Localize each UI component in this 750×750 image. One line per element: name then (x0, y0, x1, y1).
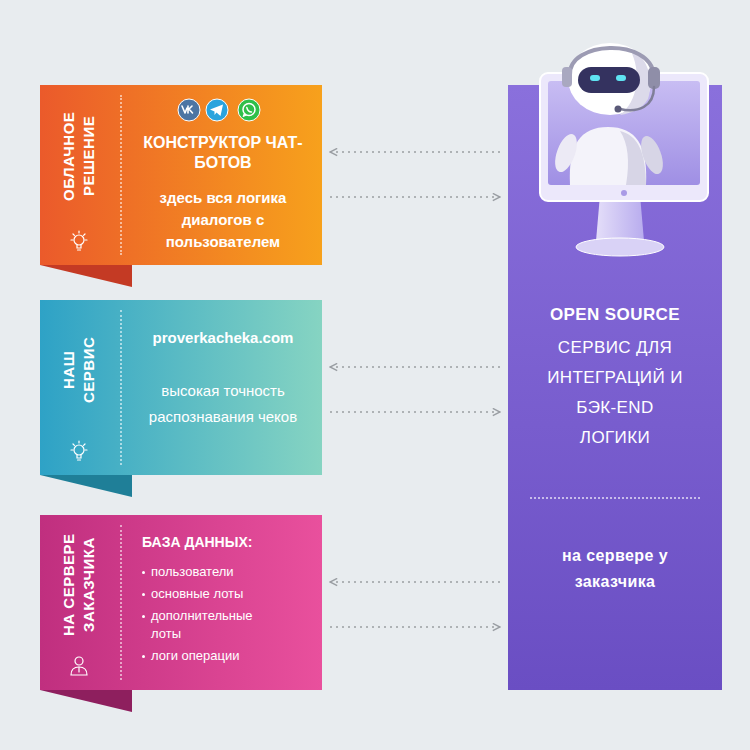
dotted-separator (120, 95, 122, 255)
dotted-arrow (330, 411, 500, 413)
bulb-strokes (71, 441, 87, 460)
side-label: НАШ СЕРВИС (59, 330, 99, 410)
dotted-separator (120, 310, 122, 465)
person-icon (68, 654, 90, 678)
dotted-separator (120, 525, 122, 680)
whatsapp-icon (238, 99, 260, 121)
side-label: НА СЕРВЕРЕ ЗАКАЗЧИКА (59, 529, 99, 641)
vk-icon (178, 99, 200, 121)
box-heading: proverkacheka.com (132, 328, 314, 348)
icon-row (132, 97, 314, 123)
list-text: дополнительные лоты (151, 607, 276, 643)
bullet-dot (142, 571, 145, 574)
bulb-strokes (71, 231, 87, 250)
service-band: OPEN SOURCE СЕРВИС ДЛЯ ИНТЕГРАЦИЙ И БЭК-E… (508, 85, 722, 690)
bullet-dot (142, 593, 145, 596)
robot-illustration (508, 35, 722, 267)
ribbon-fold-shape (40, 265, 132, 287)
content-column: proverkacheka.com высокая точность распоз… (132, 328, 314, 430)
bullet-dot (142, 655, 145, 658)
person-strokes (71, 657, 87, 675)
box-body: здесь вся логика диалогов с пользователе… (132, 187, 314, 253)
text-row: здесь вся логика диалогов с пользователе… (132, 187, 314, 253)
dotted-arrow (330, 366, 500, 368)
band-heading: OPEN SOURCE (525, 303, 705, 327)
ribbon-box: НА СЕРВЕРЕ ЗАКАЗЧИКА БАЗА ДАННЫХ: пользова… (40, 515, 322, 690)
box-body: высокая точность распознавания чеков (132, 378, 314, 430)
list-text: основные лоты (151, 585, 243, 603)
content-column: БАЗА ДАННЫХ: пользователи основные лоты доп… (142, 533, 312, 665)
side-label-box: НА СЕРВЕРЕ ЗАКАЗЧИКА (40, 521, 118, 648)
side-label: ОБЛАЧНОЕ РЕШЕНИЕ (59, 97, 99, 215)
content-column: КОНСТРУКТОР ЧАТ-БОТОВ здесь вся логика ди… (132, 97, 314, 253)
dotted-arrow (330, 581, 500, 583)
side-label-box: НАШ СЕРВИС (40, 306, 118, 433)
list-text: логи операции (151, 647, 240, 665)
dotted-arrow (330, 196, 500, 198)
side-label-box: ОБЛАЧНОЕ РЕШЕНИЕ (40, 91, 118, 221)
band-note: на сервере у заказчика (540, 543, 690, 595)
text-row: БАЗА ДАННЫХ: (142, 533, 312, 551)
telegram-icon (206, 99, 228, 121)
robot (551, 43, 668, 185)
ribbon-box: НАШ СЕРВИС proverkacheka.com высокая точно… (40, 300, 322, 475)
list-text: пользователи (151, 563, 234, 581)
box-heading: БАЗА ДАННЫХ: (142, 533, 312, 551)
bulb-icon (68, 439, 90, 463)
list-item: пользователи (142, 563, 312, 581)
box-heading: КОНСТРУКТОР ЧАТ-БОТОВ (132, 133, 314, 173)
band-body: СЕРВИС ДЛЯ ИНТЕГРАЦИЙ И БЭК-END ЛОГИКИ (545, 333, 685, 453)
list-item: логи операции (142, 647, 312, 665)
ribbon-fold (40, 265, 132, 287)
text-row: КОНСТРУКТОР ЧАТ-БОТОВ (132, 133, 314, 173)
bullet-dot (142, 615, 145, 618)
ribbon-fold-shape (40, 690, 132, 712)
bulb-icon (68, 229, 90, 253)
ribbon-box: ОБЛАЧНОЕ РЕШЕНИЕ КОНСТРУКТОР ЧАТ-БОТОВ зд… (40, 85, 322, 265)
ribbon-fold (40, 475, 132, 497)
dotted-separator (530, 497, 700, 499)
text-row: proverkacheka.com (132, 328, 314, 348)
dotted-arrow (330, 626, 500, 628)
ribbon-fold-shape (40, 475, 132, 497)
list-item: основные лоты (142, 585, 312, 603)
text-row: высокая точность распознавания чеков (132, 378, 314, 430)
list-item: дополнительные лоты (142, 607, 312, 643)
dotted-arrow (330, 151, 500, 153)
messenger-icons (175, 97, 271, 123)
ribbon-fold (40, 690, 132, 712)
